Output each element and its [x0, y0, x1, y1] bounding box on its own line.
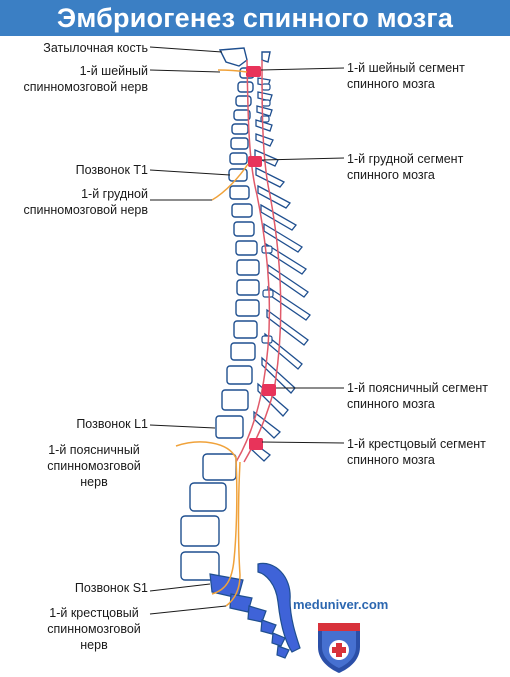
label-first-sacral-segment: 1-й крестцовый сегмент спинного мозга [347, 437, 486, 467]
label-vertebra-l1: Позвонок L1 [76, 417, 148, 431]
sacral-vertebra-s1 [209, 573, 244, 599]
diagram-title: Эмбриогенез спинного мозга [56, 2, 454, 33]
occipital-bone [218, 47, 248, 67]
label-first-thoracic-nerve: 1-й грудной спинномозговой нерв [23, 187, 149, 217]
leader-lines [149, 46, 345, 615]
sacral-vertebra-s5 [271, 632, 286, 647]
title-bar: Эмбриогенез спинного мозга [0, 0, 510, 36]
label-first-cervical-nerve: 1-й шейный спинномозговой нерв [23, 64, 149, 94]
vertebral-bodies [180, 67, 260, 581]
label-first-thoracic-segment: 1-й грудной сегмент спинного мозга [347, 152, 464, 182]
segment-t1 [248, 156, 262, 167]
nerve-l1 [175, 441, 238, 595]
spinous-processes [249, 77, 311, 462]
label-first-lumbar-nerve: 1-й поясничный спинномозговой нерв [47, 443, 141, 489]
sacrum-coccyx [209, 562, 301, 659]
occipital-condyle [261, 51, 271, 63]
label-occipital-bone: Затылочная кость [43, 41, 148, 55]
spinal-nerves [175, 69, 249, 607]
meduniver-shield-icon [318, 623, 360, 673]
watermark-text: meduniver.com [293, 597, 389, 612]
sacral-vertebra-s3 [247, 605, 267, 623]
segment-l1 [262, 384, 276, 396]
nerve-t1 [211, 163, 249, 201]
segment-s1 [249, 438, 263, 450]
label-vertebra-t1: Позвонок Т1 [75, 163, 148, 177]
segment-c1 [246, 66, 261, 77]
label-vertebra-s1: Позвонок S1 [74, 581, 148, 595]
label-first-lumbar-segment: 1-й поясничный сегмент спинного мозга [347, 381, 488, 411]
sacral-vertebra-s4 [260, 619, 277, 635]
label-first-sacral-nerve: 1-й крестцовый спинномозговой нерв [47, 606, 141, 652]
coccyx [276, 645, 290, 659]
nerve-s1 [225, 461, 241, 607]
sacral-crest [257, 562, 301, 653]
nerve-c1 [217, 69, 248, 73]
cord-segments [246, 66, 276, 450]
label-first-cervical-segment: 1-й шейный сегмент спинного мозга [347, 61, 465, 91]
spinal-cord [235, 59, 282, 463]
